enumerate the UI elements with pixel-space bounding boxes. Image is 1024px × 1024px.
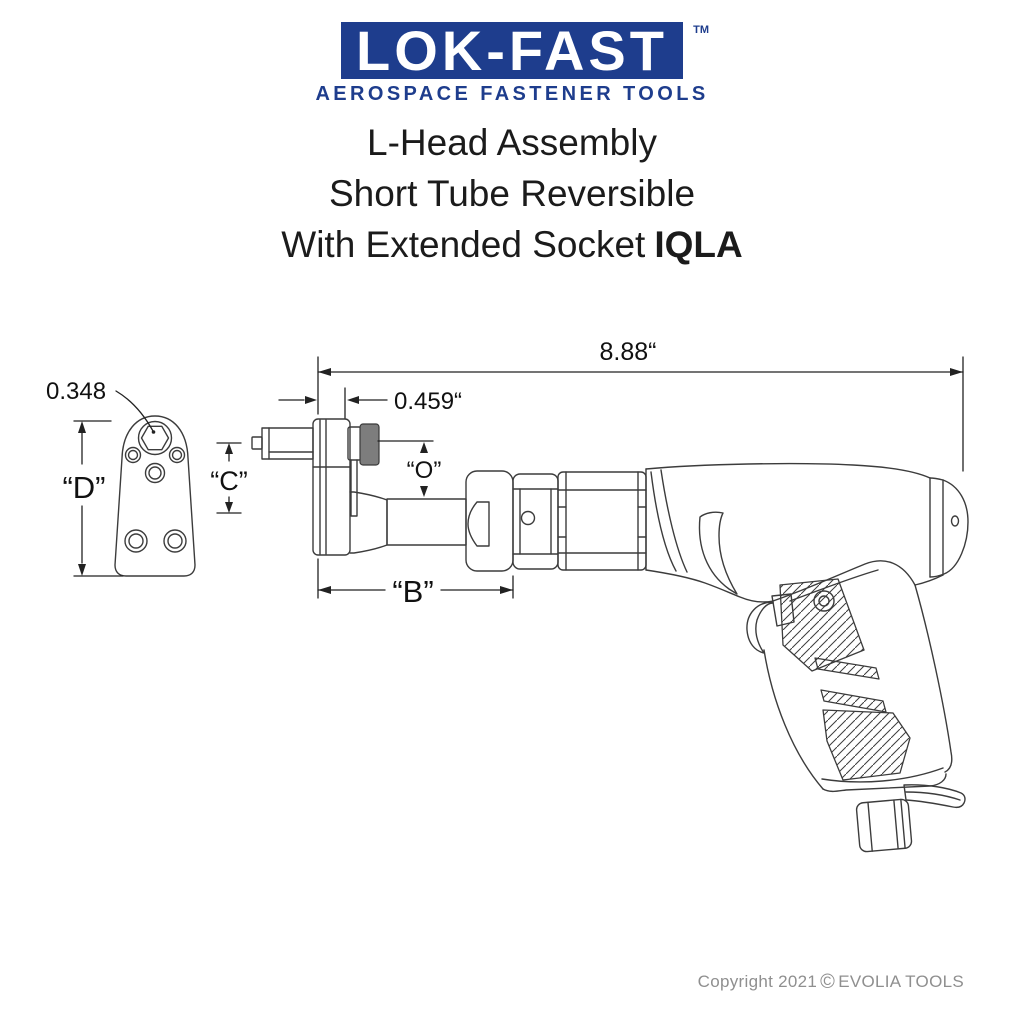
transition-cone bbox=[349, 491, 388, 554]
socket-hole-circle bbox=[137, 420, 173, 456]
product-title: L-Head Assembly Short Tube Reversible Wi… bbox=[0, 117, 1024, 270]
overall-length-label: 8.88“ bbox=[600, 338, 657, 366]
motor-housing bbox=[645, 462, 969, 603]
lever-arm bbox=[350, 459, 358, 517]
housing-swoosh bbox=[698, 511, 738, 595]
grip-hatch-stripe bbox=[814, 657, 880, 680]
side-view-tool bbox=[251, 418, 969, 853]
grip-hatch-stripe bbox=[820, 689, 887, 713]
c-label: “C” bbox=[210, 466, 247, 496]
collar bbox=[465, 470, 514, 572]
hex-socket-hole bbox=[140, 425, 170, 451]
grip-hatch-bottom bbox=[822, 709, 911, 781]
brand-logo: LOK-FAST bbox=[341, 22, 683, 79]
dim-head-height-D: “D” bbox=[62, 420, 124, 577]
brand-tagline: AEROSPACE FASTENER TOOLS bbox=[315, 83, 709, 105]
copyright-line: Copyright 2021©EVOLIA TOOLS bbox=[698, 971, 964, 994]
reverse-knob bbox=[359, 423, 380, 466]
logo-header: LOK-FAST TM AEROSPACE FASTENER TOOLS bbox=[0, 0, 1024, 106]
dim-head-front-depth: 0.459“ bbox=[278, 387, 462, 419]
pin-hole bbox=[520, 510, 536, 526]
rear-cap-hole bbox=[950, 515, 960, 527]
technical-drawing: 0.348 “D” “C” bbox=[46, 338, 969, 853]
product-title-line3-text: With Extended Socket bbox=[281, 224, 646, 265]
copyright-text: Copyright 2021 bbox=[697, 972, 818, 991]
trademark-superscript: TM bbox=[693, 24, 709, 36]
rear-cap bbox=[929, 477, 969, 578]
copyright-symbol-icon: © bbox=[820, 971, 836, 993]
exhaust-lever bbox=[903, 784, 966, 809]
dim-hex-socket-size: 0.348 bbox=[46, 378, 156, 434]
dim-tube-diameter-O: “O” bbox=[377, 440, 442, 497]
pistol-grip bbox=[763, 578, 953, 793]
product-model-code: IQLA bbox=[654, 224, 743, 265]
head-depth-label: 0.459“ bbox=[394, 388, 462, 415]
short-tube bbox=[386, 498, 467, 546]
rear-band bbox=[929, 477, 944, 578]
product-title-line2: Short Tube Reversible bbox=[328, 173, 696, 214]
head-plate-outline bbox=[114, 415, 196, 577]
hex-size-label: 0.348 bbox=[46, 378, 106, 405]
leader-line bbox=[115, 390, 154, 432]
b-label: “B” bbox=[392, 574, 433, 609]
dim-clearance-C: “C” bbox=[210, 442, 248, 514]
socket-arm bbox=[251, 427, 314, 460]
front-view-l-head bbox=[114, 415, 196, 577]
air-inlet-fitting bbox=[855, 798, 913, 853]
ring-section bbox=[512, 473, 559, 570]
product-title-line1: L-Head Assembly bbox=[367, 122, 657, 163]
o-label: “O” bbox=[407, 457, 442, 484]
company-name: EVOLIA TOOLS bbox=[838, 972, 964, 991]
l-head-body bbox=[312, 418, 388, 556]
grip-hatch-top bbox=[779, 578, 865, 672]
dim-overall-length: 8.88“ bbox=[317, 338, 964, 472]
d-label: “D” bbox=[62, 470, 105, 505]
hex-sleeve bbox=[557, 471, 647, 571]
dim-head-length-B: “B” bbox=[317, 558, 514, 609]
